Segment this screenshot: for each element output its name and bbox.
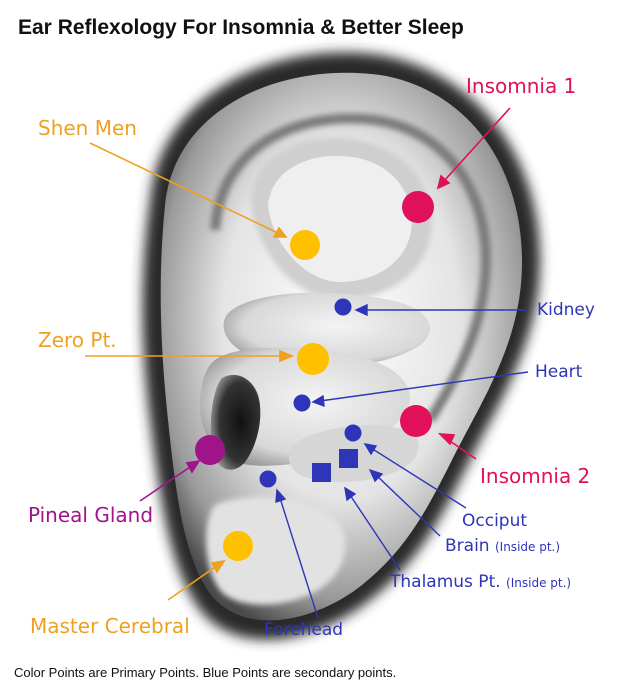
blue-leaders	[275, 303, 529, 619]
label-brain-note: (Inside pt.)	[494, 540, 561, 554]
label-zero-pt: Zero Pt.	[38, 328, 117, 352]
footer-note: Color Points are Primary Points. Blue Po…	[14, 665, 397, 680]
arrowhead-insomnia-1	[436, 174, 451, 190]
arrowhead-brain	[368, 468, 384, 483]
page-title: Ear Reflexology For Insomnia & Better Sl…	[18, 16, 464, 39]
leader-brain	[375, 474, 441, 537]
label-forehead: Forehead	[264, 620, 344, 640]
point-master-cerebral	[223, 531, 253, 561]
label-shen-men: Shen Men	[38, 116, 137, 140]
leader-occiput	[370, 447, 467, 509]
arrowhead-thalamus	[344, 486, 357, 502]
point-heart	[293, 394, 311, 412]
leader-lines	[85, 107, 529, 619]
point-occiput	[344, 424, 362, 442]
orange-leaders	[85, 142, 295, 601]
point-insomnia-1	[402, 191, 434, 223]
arrowhead-forehead	[275, 488, 287, 503]
label-brain-name: Brain	[445, 536, 490, 556]
leader-insomnia-1	[443, 107, 511, 182]
purple-leaders	[139, 459, 201, 502]
point-brain	[339, 449, 358, 468]
label-heart: Heart	[535, 362, 583, 382]
point-zero-pt	[297, 343, 329, 375]
leader-heart	[319, 371, 529, 402]
leader-shen-men	[89, 142, 281, 235]
label-kidney: Kidney	[537, 300, 595, 320]
label-thalamus-note: (Inside pt.)	[506, 576, 572, 590]
point-kidney	[334, 298, 352, 316]
label-thalamus-name: Thalamus Pt.	[390, 572, 501, 592]
leader-thalamus	[349, 494, 401, 571]
arrowhead-pineal-gland	[185, 459, 201, 474]
label-insomnia-1: Insomnia 1	[466, 74, 577, 98]
arrowhead-insomnia-2	[437, 433, 456, 446]
arrowhead-kidney	[354, 303, 368, 317]
leader-master-cerebral	[167, 564, 219, 601]
point-thalamus	[312, 463, 331, 482]
arrowhead-master-cerebral	[210, 559, 226, 574]
magenta-leaders	[436, 107, 511, 460]
label-insomnia-2: Insomnia 2	[480, 464, 591, 488]
point-insomnia-2	[400, 405, 432, 437]
reflex-points	[195, 191, 434, 561]
point-forehead	[259, 470, 277, 488]
arrowhead-shen-men	[272, 226, 288, 238]
point-pineal-gland	[195, 435, 225, 465]
label-master-cerebral: Master Cerebral	[30, 614, 190, 638]
arrowhead-heart	[311, 394, 325, 408]
label-pineal-gland: Pineal Gland	[28, 503, 154, 527]
leader-forehead	[279, 497, 319, 619]
helix-inner-shadow	[210, 113, 492, 423]
label-occiput: Occiput	[462, 511, 528, 531]
point-shen-men	[290, 230, 320, 260]
arrowhead-occiput	[363, 443, 378, 456]
earlobe	[206, 497, 346, 605]
leader-insomnia-2	[446, 438, 477, 460]
leader-pineal-gland	[139, 464, 194, 502]
label-thalamus: Thalamus Pt. (Inside pt.)	[390, 574, 571, 591]
label-brain: Brain (Inside pt.)	[445, 538, 560, 555]
arrowhead-zero-pt	[279, 349, 295, 363]
